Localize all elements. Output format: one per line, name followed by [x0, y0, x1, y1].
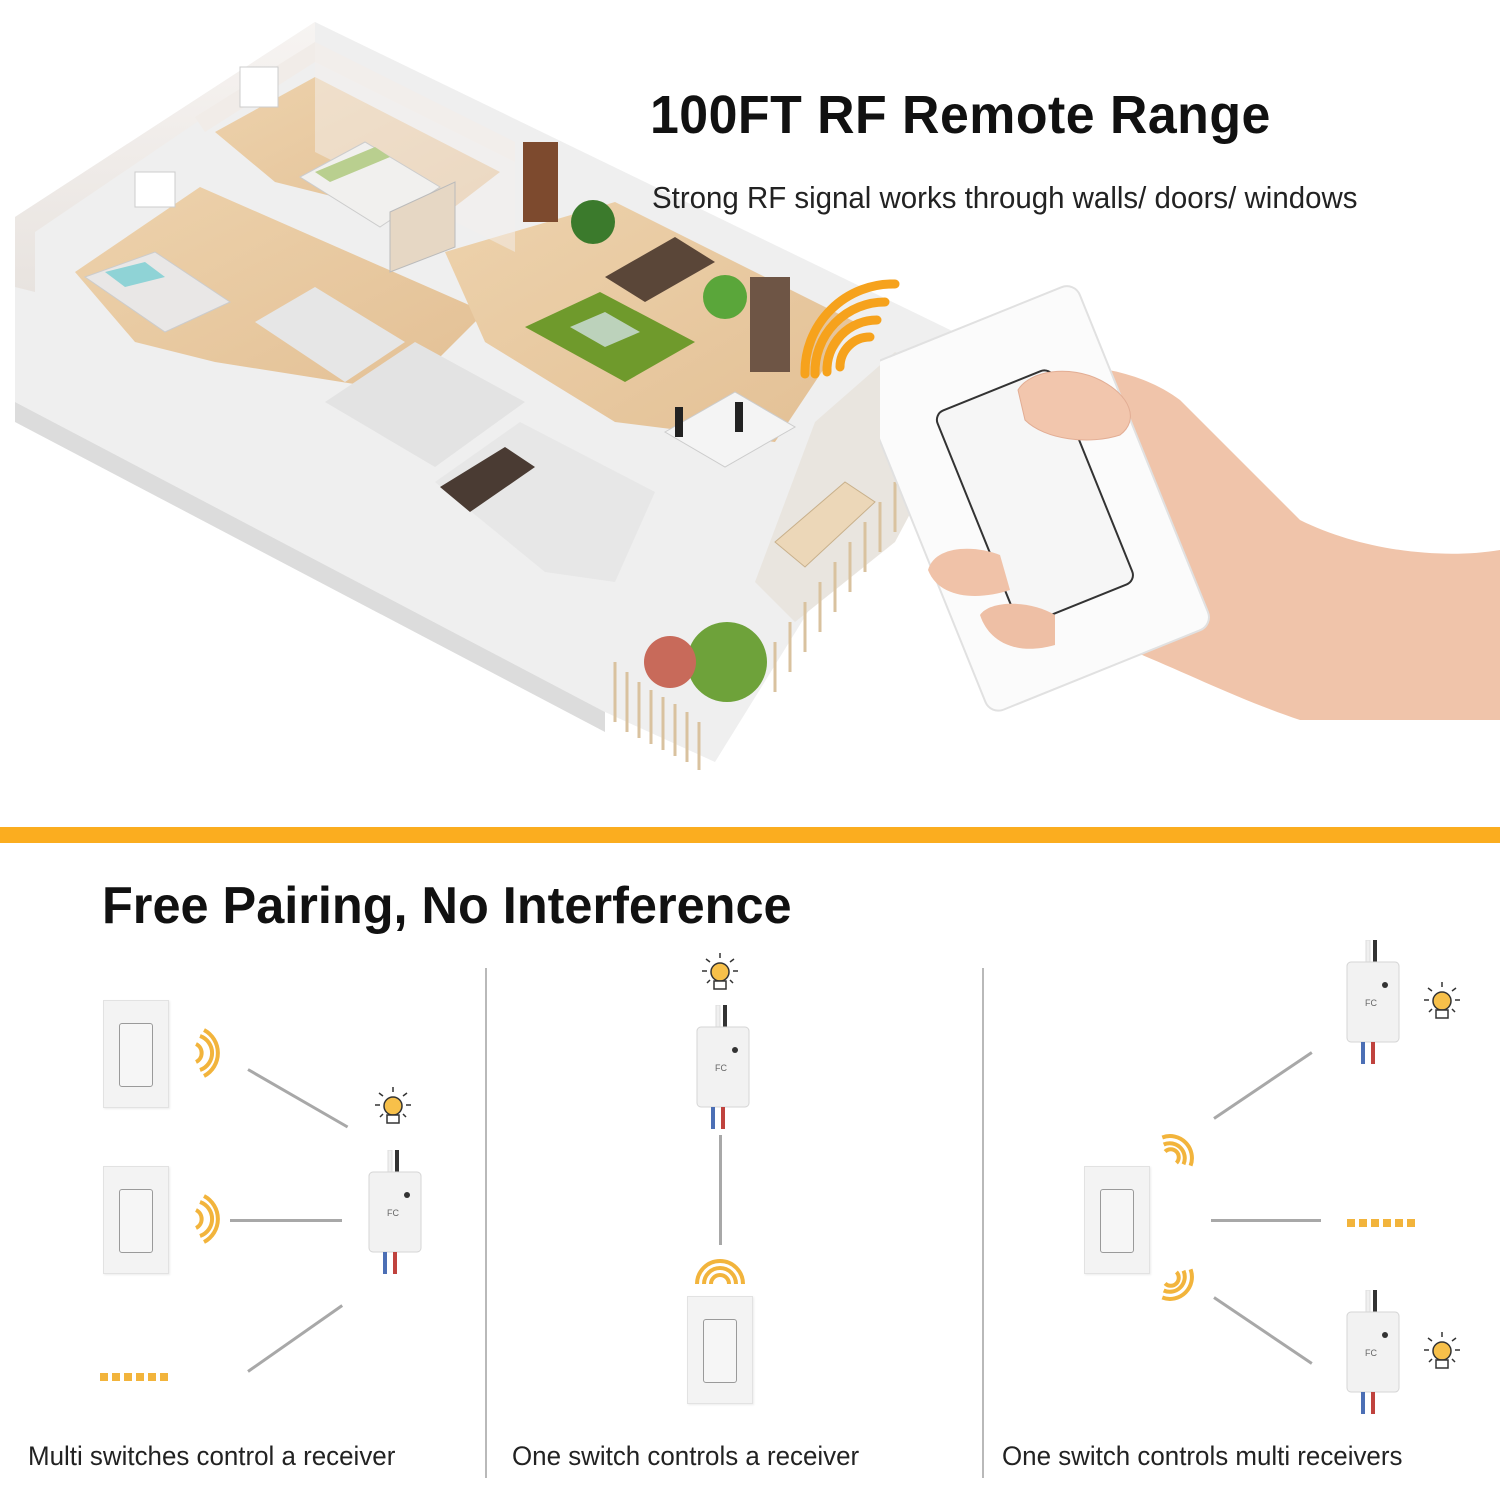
connector-line — [230, 1219, 342, 1222]
orange-divider-bar — [0, 827, 1500, 843]
wall-switch — [687, 1296, 753, 1404]
hero-title: 100FT RF Remote Range — [650, 85, 1271, 145]
more-switches-indicator — [100, 1373, 168, 1381]
connector-line — [719, 1135, 722, 1245]
wall-switch — [103, 1000, 169, 1108]
panel-caption: One switch controls a receiver — [512, 1441, 860, 1471]
light-bulb-icon — [1424, 982, 1460, 1019]
rf-signal-icon — [695, 1259, 745, 1285]
connector-line — [1211, 1219, 1321, 1222]
rf-signal-waves-icon — [800, 279, 900, 379]
wall-switch — [103, 1166, 169, 1274]
section-title: Free Pairing, No Interference — [102, 877, 792, 935]
light-bulb-icon — [702, 953, 738, 990]
connector-line — [247, 1068, 349, 1129]
hand-holding-wall-switch — [880, 285, 1500, 720]
connector-line — [1213, 1296, 1313, 1365]
receiver-module: FC — [1346, 1290, 1400, 1414]
rf-signal-icon — [1161, 1134, 1194, 1167]
hero-section: 100FT RF Remote Range Strong RF signal w… — [15, 22, 1500, 770]
svg-text:FC: FC — [715, 1063, 727, 1073]
light-bulb-icon — [375, 1087, 411, 1124]
more-receivers-indicator — [1347, 1219, 1415, 1227]
rf-signal-icon — [194, 1194, 220, 1244]
receiver-module: FC — [1346, 940, 1400, 1064]
light-bulb-icon — [1424, 1332, 1460, 1369]
connector-line — [1213, 1051, 1313, 1120]
rf-signal-icon — [194, 1028, 220, 1078]
svg-text:FC: FC — [387, 1208, 399, 1218]
hero-subtitle: Strong RF signal works through walls/ do… — [652, 180, 1358, 215]
receiver-module: FC — [696, 1005, 750, 1129]
connector-line — [247, 1304, 344, 1373]
rf-signal-icon — [1161, 1268, 1194, 1301]
panel-caption: One switch controls multi receivers — [1002, 1441, 1403, 1471]
wall-switch — [1084, 1166, 1150, 1274]
receiver-module: FC — [368, 1150, 422, 1274]
column-divider — [982, 968, 984, 1478]
svg-text:FC: FC — [1365, 1348, 1377, 1358]
svg-text:FC: FC — [1365, 998, 1377, 1008]
apartment-floorplan-illustration — [15, 22, 975, 770]
column-divider — [485, 968, 487, 1478]
panel-caption: Multi switches control a receiver — [28, 1441, 396, 1471]
